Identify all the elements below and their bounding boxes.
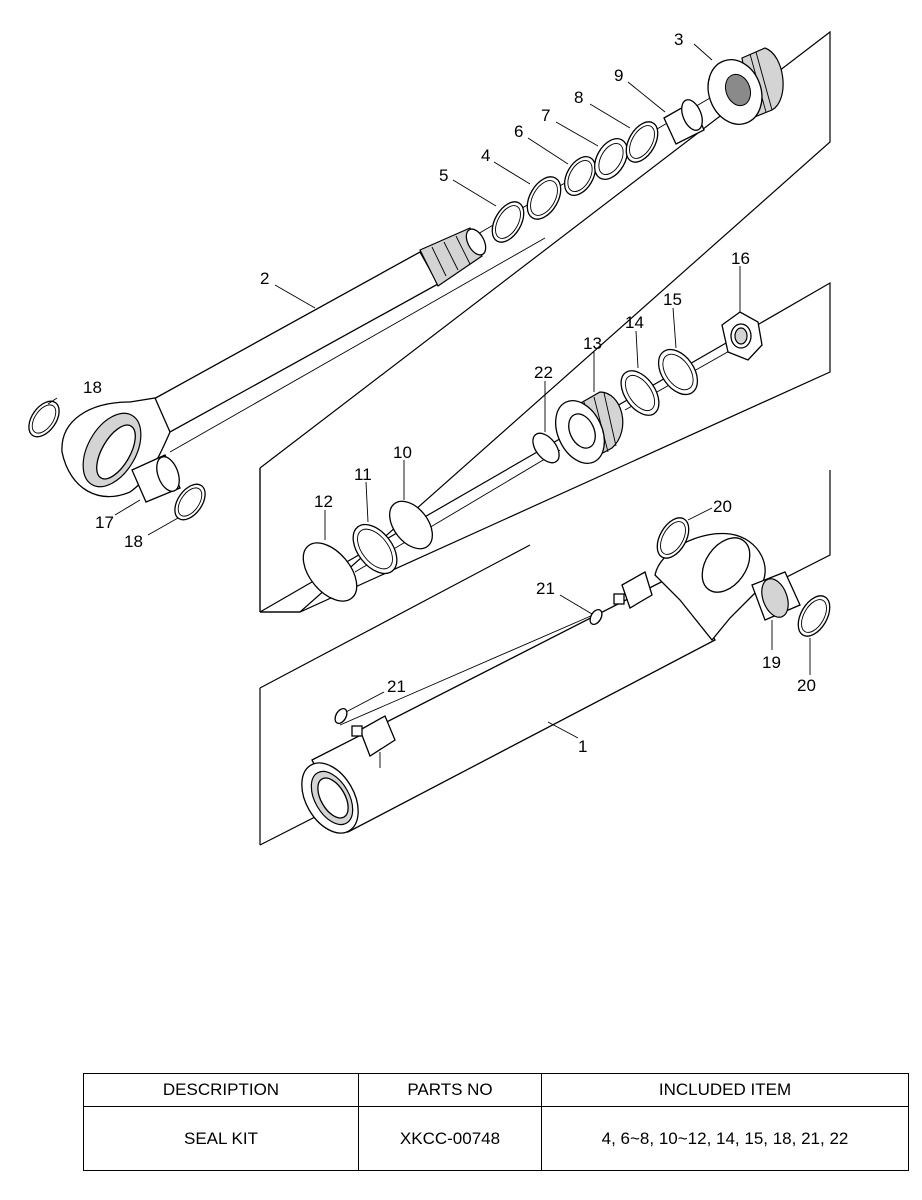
piston-13 (555, 391, 624, 464)
callout-18-right: 18 (124, 532, 143, 551)
callout-15: 15 (663, 290, 682, 309)
ring-5 (491, 201, 525, 243)
callout-13: 13 (583, 334, 602, 353)
exploded-parts-diagram: 3 9 8 7 6 4 5 2 18 17 18 16 15 14 13 22 … (28, 30, 831, 846)
callout-14: 14 (625, 313, 644, 332)
header-description: DESCRIPTION (83, 1073, 359, 1107)
callout-5: 5 (439, 166, 448, 185)
callout-10: 10 (393, 443, 412, 462)
cell-parts-no: XKCC-00748 (358, 1106, 542, 1171)
ring-10 (389, 500, 433, 550)
callout-9: 9 (614, 66, 623, 85)
callout-1: 1 (578, 737, 587, 756)
ring-8 (625, 121, 659, 163)
snap-ring-20-top (656, 517, 690, 559)
ring-6 (563, 156, 597, 196)
bushing-17 (131, 454, 181, 503)
header-parts-no: PARTS NO (358, 1073, 542, 1107)
ring-4 (526, 176, 562, 220)
callout-20-bottom: 20 (797, 676, 816, 695)
piston-rod (151, 227, 487, 433)
ring-22 (532, 432, 560, 464)
seal-ring-18-left (28, 400, 60, 438)
tube-port-left (351, 715, 396, 768)
cylinder-tube-1 (301, 574, 716, 834)
callout-6: 6 (514, 122, 523, 141)
leader-lines (47, 43, 811, 739)
header-included-item: INCLUDED ITEM (541, 1073, 909, 1107)
ring-15 (657, 348, 699, 396)
o-ring-21-right (589, 608, 603, 626)
callout-17: 17 (95, 513, 114, 532)
callout-3: 3 (674, 30, 683, 49)
tube-port-right (613, 571, 653, 609)
snap-ring-20-bottom (797, 595, 831, 637)
callout-16: 16 (731, 249, 750, 268)
ring-14 (620, 370, 660, 416)
callout-2: 2 (260, 269, 269, 288)
ring-7 (593, 138, 629, 180)
callout-18-left: 18 (83, 378, 102, 397)
bushing-9 (663, 99, 705, 145)
callout-4: 4 (481, 146, 490, 165)
callout-labels: 3 9 8 7 6 4 5 2 18 17 18 16 15 14 13 22 … (83, 30, 816, 756)
callout-7: 7 (541, 106, 550, 125)
callout-21-left: 21 (387, 677, 406, 696)
rod-cover-3 (707, 47, 784, 125)
cell-description: SEAL KIT (83, 1106, 359, 1171)
bushing-19 (751, 571, 801, 621)
table-header-row: DESCRIPTION PARTS NO INCLUDED ITEM (83, 1073, 909, 1107)
callout-12: 12 (314, 492, 333, 511)
callout-8: 8 (574, 88, 583, 107)
cell-included-item: 4, 6~8, 10~12, 14, 15, 18, 21, 22 (541, 1106, 909, 1171)
ring-11 (352, 523, 398, 575)
table-row: SEAL KIT XKCC-00748 4, 6~8, 10~12, 14, 1… (83, 1106, 909, 1171)
nut-16 (721, 311, 763, 361)
callout-20-top: 20 (713, 497, 732, 516)
callout-19: 19 (762, 653, 781, 672)
callout-11: 11 (354, 465, 372, 484)
seal-ring-18-right (174, 483, 206, 521)
callout-21-right: 21 (536, 579, 555, 598)
ring-12 (302, 542, 358, 602)
callout-22: 22 (534, 363, 553, 382)
o-ring-21-left (334, 707, 348, 725)
seal-kit-table: DESCRIPTION PARTS NO INCLUDED ITEM SEAL … (83, 1073, 909, 1171)
